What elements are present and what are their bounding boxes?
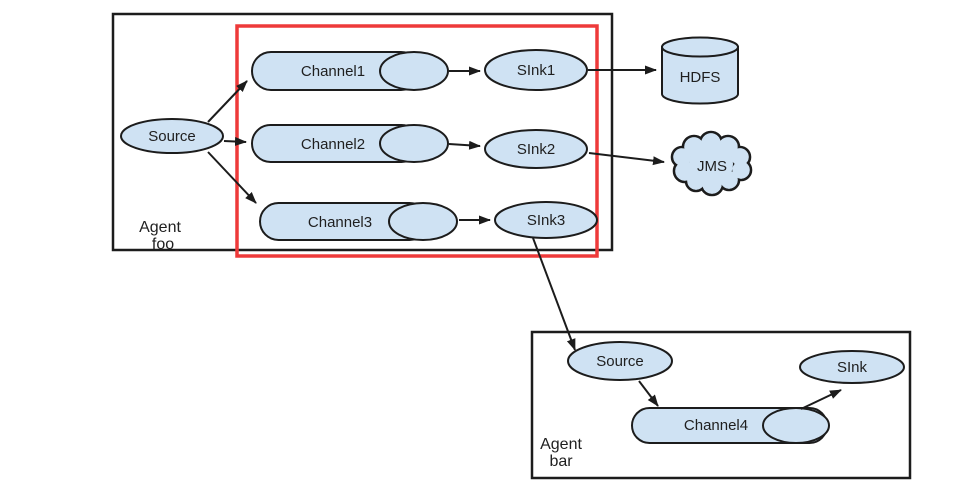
channel1-endcap — [379, 51, 449, 91]
jms-cloud — [670, 130, 753, 197]
agent-foo-label-line2: foo — [152, 236, 174, 253]
arrow-bar-source-to-channel4 — [638, 380, 659, 407]
channel3-endcap — [388, 202, 458, 241]
source-foo-node — [120, 118, 224, 154]
arrow-sink2-to-jms — [588, 152, 665, 166]
source-bar-node — [567, 341, 673, 381]
hdfs-cylinder — [661, 36, 739, 105]
arrow-source-to-channel2 — [223, 137, 247, 146]
arrow-source-to-channel3 — [207, 151, 257, 204]
channel2-label: Channel2 — [301, 136, 365, 153]
channel4-label: Channel4 — [684, 417, 748, 434]
sink2-label: SInk2 — [517, 141, 555, 158]
sink1-node — [484, 49, 588, 91]
sink2-node — [484, 129, 588, 169]
agent-bar-label-line2: bar — [549, 453, 573, 470]
sink-bar-node — [799, 350, 905, 384]
channel1-label: Channel1 — [301, 63, 365, 80]
sink3-label: SInk3 — [527, 212, 565, 229]
channel3-label: Channel3 — [308, 214, 372, 231]
source-bar-label: Source — [596, 353, 644, 370]
channel4-endcap — [762, 407, 830, 444]
agent-foo-box — [111, 12, 614, 252]
agent-bar-label-line1: Agent — [540, 436, 582, 453]
agent-bar-box — [530, 330, 912, 480]
agent-foo-label-line1: Agent — [139, 219, 181, 236]
arrow-channel2-to-sink2 — [448, 140, 481, 150]
hdfs-label: HDFS — [680, 69, 721, 86]
arrow-channel4-to-bar-sink — [800, 389, 842, 410]
sink3-node — [494, 201, 598, 239]
arrow-source-to-channel1 — [207, 80, 248, 123]
sink1-label: SInk1 — [517, 62, 555, 79]
jms-label: JMS — [697, 158, 727, 175]
sink-bar-label: SInk — [837, 359, 868, 376]
source-foo-label: Source — [148, 128, 196, 145]
arrow-sink3-to-bar-source — [532, 237, 576, 351]
channel2-endcap — [379, 124, 449, 163]
